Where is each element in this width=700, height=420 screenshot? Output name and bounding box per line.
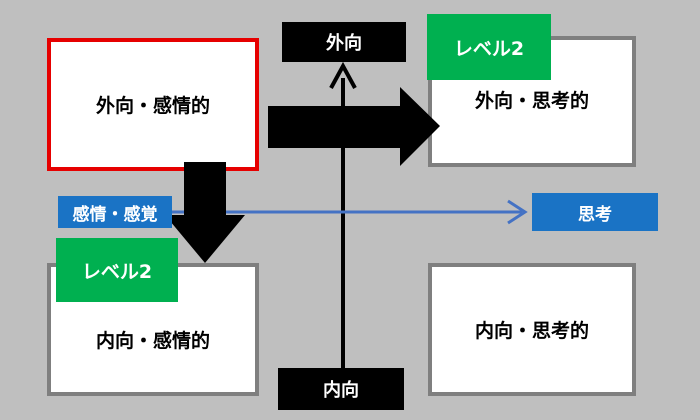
axis-left-label: 感情・感覚 [58,196,172,228]
axis-left-text: 感情・感覚 [72,204,158,225]
axis-top-text: 外向 [326,33,362,54]
vertical-axis-arrowhead [329,61,357,89]
horizontal-axis-arrowhead [507,199,528,225]
level-badge-top-right: レベル2 [427,14,551,80]
down-block-arrow [165,162,245,263]
quadrant-bottom-right: 内向・思考的 [428,263,636,396]
axis-right-text: 思考 [578,204,612,225]
quadrant-top-left-label: 外向・感情的 [95,95,210,117]
level-badge-top-right-text: レベル2 [453,37,525,60]
right-block-arrow [268,87,440,166]
axis-bottom-text: 内向 [323,380,359,401]
quadrant-top-right-label: 外向・思考的 [474,90,589,112]
axis-bottom-label: 内向 [278,368,404,410]
axis-top-label: 外向 [282,22,406,62]
quadrant-top-left: 外向・感情的 [47,38,259,171]
quadrant-bottom-right-label: 内向・思考的 [474,320,589,342]
quadrant-bottom-left-label: 内向・感情的 [95,330,210,352]
axis-right-label: 思考 [532,193,658,231]
level-badge-bottom-left: レベル2 [56,238,178,302]
level-badge-bottom-left-text: レベル2 [81,260,153,283]
